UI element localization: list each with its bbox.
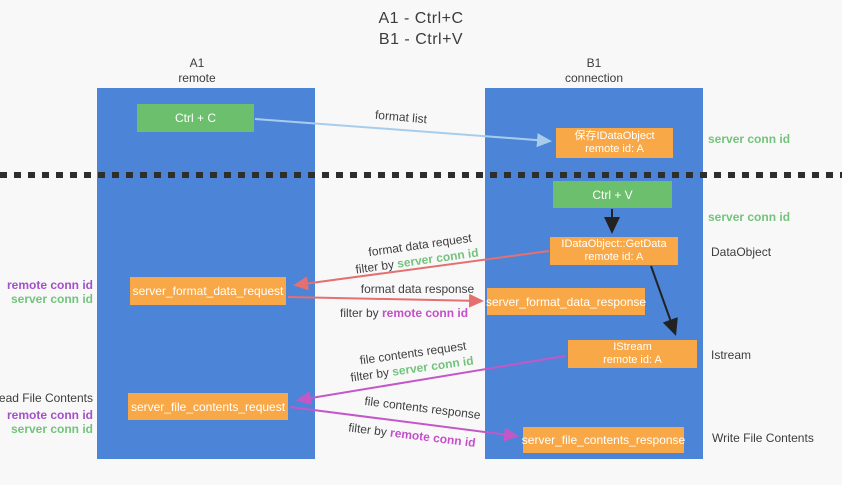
dataobject-label: DataObject	[711, 245, 772, 259]
read-file-contents-label: Read File Contents	[0, 391, 93, 405]
lane-b1-subtitle: connection	[564, 71, 624, 85]
idataobject-getdata-line2: remote id: A	[584, 251, 644, 263]
file-server-conn-id-label: server conn id	[10, 422, 93, 436]
ctrl-c-box: Ctrl + C	[137, 104, 254, 132]
save-idataobject-box: 保存IDataObject remote id: A	[556, 128, 673, 158]
format-data-response-filter-label: filter by remote conn id	[340, 306, 469, 320]
lane-header-a1: A1 remote	[88, 56, 306, 86]
format-remote-conn-id-label: remote conn id	[6, 278, 93, 292]
server-file-contents-request-label: server_file_contents_request	[130, 399, 286, 414]
file-remote-conn-id-label: remote conn id	[6, 408, 93, 422]
filter-by-prefix: filter by	[349, 364, 394, 385]
server-format-data-response-box: server_format_data_response	[485, 288, 647, 315]
filter-by-prefix: filter by	[340, 306, 383, 320]
format-server-conn-id-label: server conn id	[10, 292, 93, 306]
lane-b1-title: B1	[586, 56, 602, 70]
server-conn-id-label-top: server conn id	[708, 132, 791, 146]
title-line-2: B1 - Ctrl+V	[378, 31, 464, 48]
server-file-contents-response-label: server_file_contents_response	[521, 433, 686, 447]
istream-line1: IStream	[613, 341, 652, 353]
format-list-label: format list	[374, 107, 428, 127]
server-file-contents-response-box: server_file_contents_response	[521, 427, 686, 453]
format-data-response-arrow	[287, 293, 484, 308]
file-contents-response-label: file contents response	[363, 393, 482, 423]
filter-keyword-remote-conn-id: remote conn id	[389, 425, 477, 450]
server-file-contents-request-box: server_file_contents_request	[128, 393, 288, 420]
lane-a1-subtitle: remote	[178, 71, 216, 85]
lane-a1-title: A1	[189, 56, 205, 70]
title-line-1: A1 - Ctrl+C	[378, 10, 464, 27]
lane-header-b1: B1 connection	[485, 56, 703, 86]
write-file-contents-label: Write File Contents	[712, 431, 814, 445]
file-conn-id-group: remote conn id server conn id	[7, 408, 93, 436]
ctrl-v-box: Ctrl + V	[553, 181, 672, 208]
diagram-title: A1 - Ctrl+C B1 - Ctrl+V	[331, 8, 511, 50]
istream-line2: remote id: A	[603, 354, 662, 366]
filter-keyword-remote-conn-id: remote conn id	[382, 306, 469, 320]
file-contents-response-filter-label: filter by remote conn id	[347, 420, 477, 450]
server-conn-id-label-mid: server conn id	[708, 210, 791, 224]
filter-by-prefix: filter by	[347, 420, 392, 440]
format-conn-id-group: remote conn id server conn id	[7, 278, 93, 306]
idataobject-getdata-line1: IDataObject::GetData	[561, 238, 667, 250]
ctrl-v-label: Ctrl + V	[592, 187, 633, 202]
server-format-data-response-label: server_format_data_response	[485, 294, 647, 309]
format-data-response-label: format data response	[360, 282, 475, 296]
server-format-data-request-box: server_format_data_request	[130, 277, 286, 305]
idataobject-getdata-box: IDataObject::GetData remote id: A	[550, 237, 678, 265]
ctrl-c-label: Ctrl + C	[174, 111, 216, 125]
save-idataobject-line1: 保存IDataObject	[574, 130, 655, 142]
save-idataobject-line2: remote id: A	[585, 143, 644, 155]
server-format-data-request-label: server_format_data_request	[132, 284, 284, 298]
filter-by-prefix: filter by	[354, 256, 399, 277]
istream-side-label: Istream	[711, 348, 752, 362]
session-divider-dashed-line	[0, 172, 842, 178]
istream-box: IStream remote id: A	[568, 340, 697, 368]
